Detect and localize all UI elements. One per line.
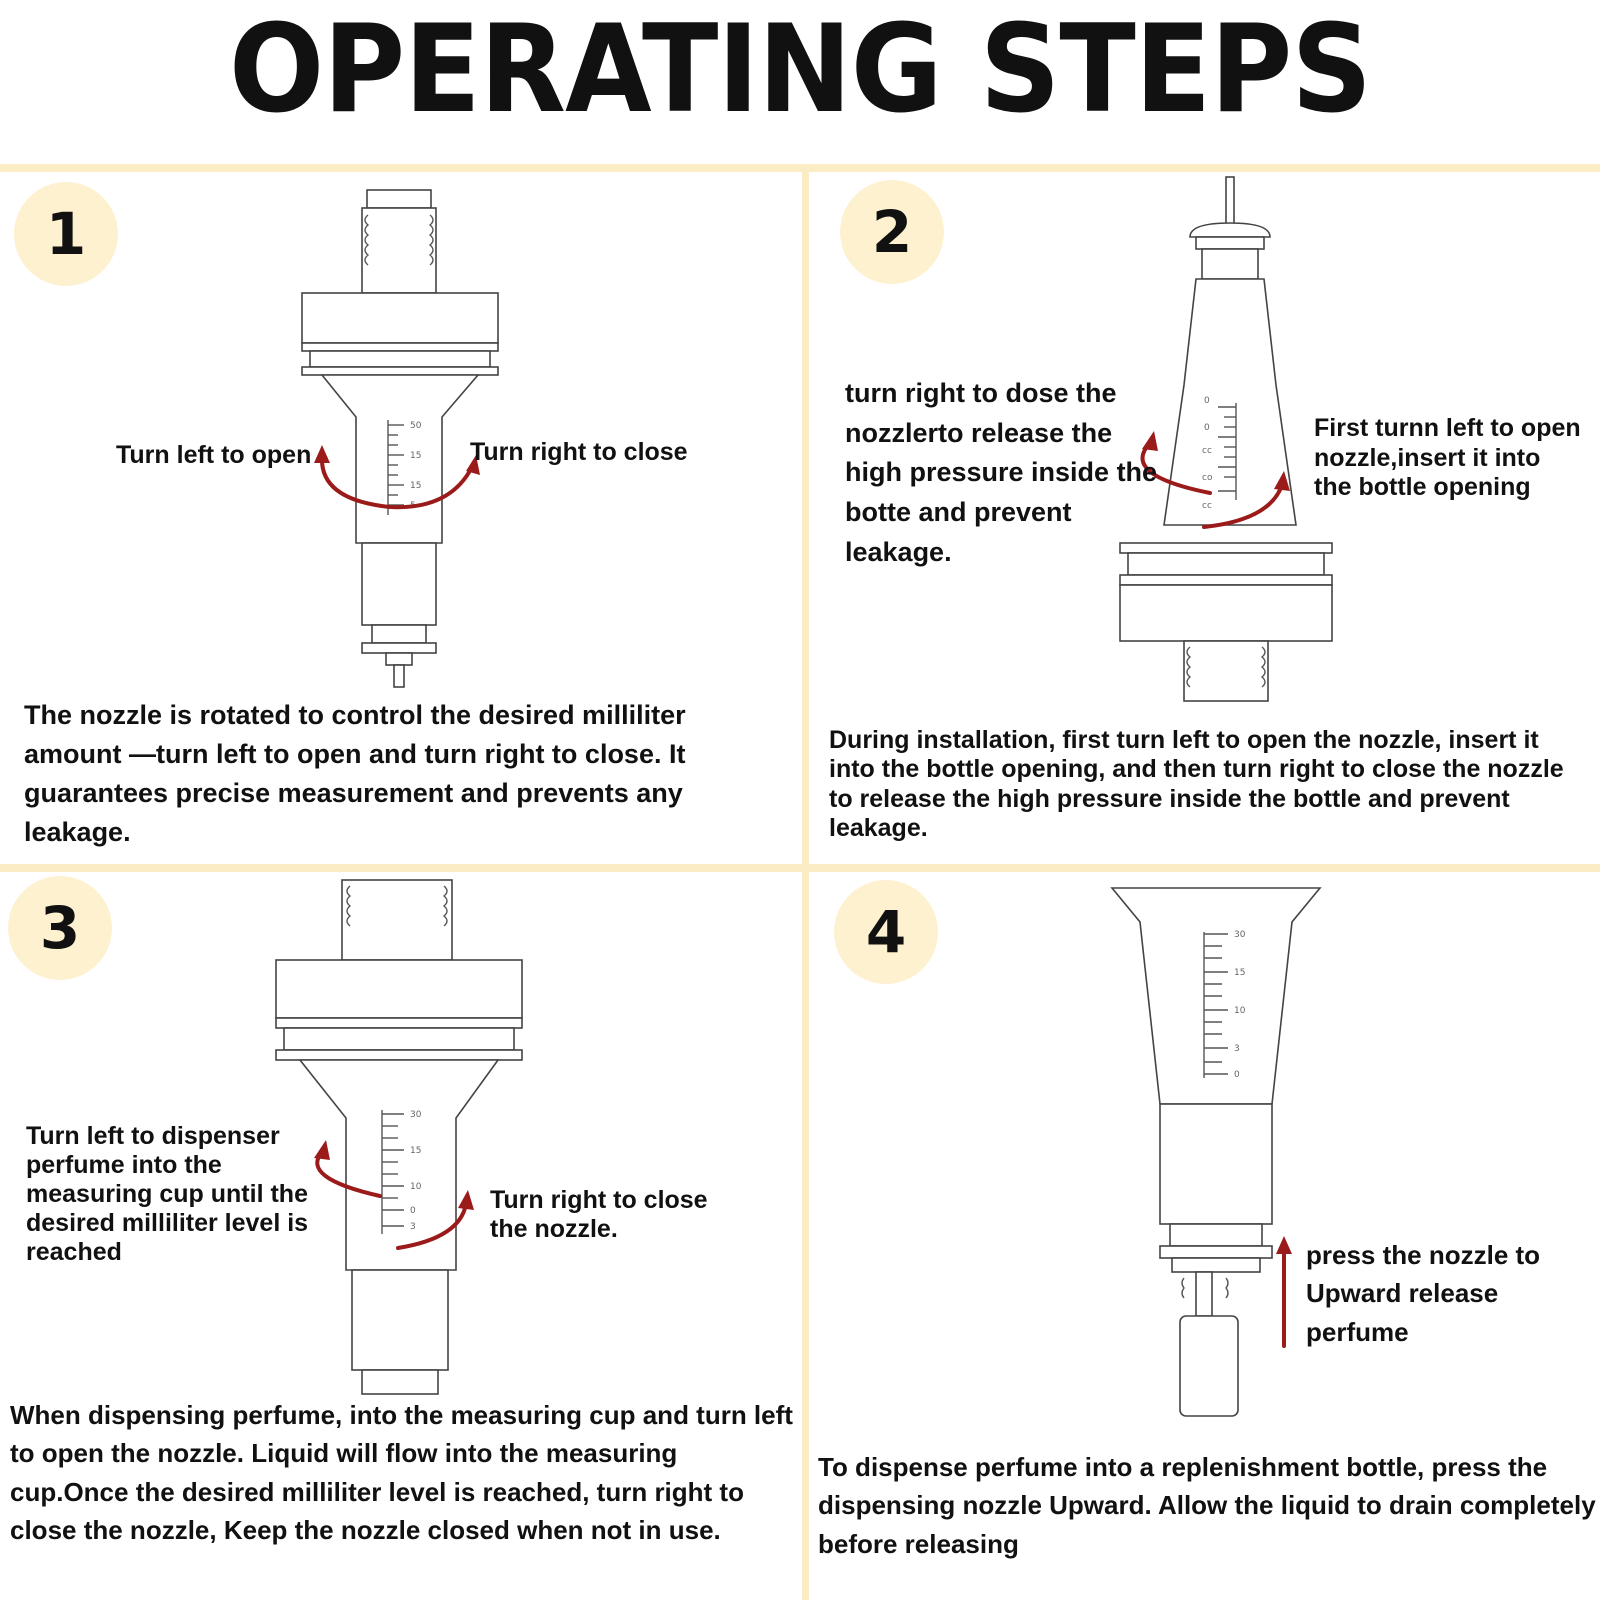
svg-text:15: 15 (410, 451, 421, 461)
step-4-badge: 4 (834, 880, 938, 984)
svg-text:15: 15 (410, 481, 421, 491)
svg-text:15: 15 (1234, 968, 1245, 978)
svg-text:0: 0 (1204, 396, 1210, 406)
step-3-measuring-scale: 30 15 10 0 3 (381, 1110, 422, 1234)
step-3-label-right: Turn right to close the nozzle. (490, 1186, 708, 1243)
svg-text:30: 30 (1234, 930, 1246, 940)
step-4-label: press the nozzle to Upward release perfu… (1306, 1240, 1541, 1347)
svg-text:3: 3 (1234, 1044, 1240, 1054)
svg-text:30: 30 (410, 1110, 422, 1120)
svg-text:50: 50 (410, 421, 422, 431)
step-1-label-left: Turn left to open (116, 441, 312, 469)
svg-text:10: 10 (410, 1182, 422, 1192)
step-1-description: The nozzle is rotated to control the des… (24, 700, 686, 848)
step-3-badge: 3 (8, 876, 112, 980)
step-4-description: To dispense perfume into a replenishment… (818, 1452, 1596, 1559)
step-3-nozzle-illustration: 30 15 10 0 3 (275, 879, 523, 1395)
top-divider (0, 164, 1600, 172)
step-4-nozzle-illustration: 30 15 10 3 0 (1110, 887, 1322, 1417)
svg-text:15: 15 (410, 1146, 421, 1156)
step-2-description: During installation, first turn left to … (829, 726, 1564, 842)
step-4-measuring-scale: 30 15 10 3 0 (1203, 930, 1246, 1080)
step-2-rotate-left-arrow (1202, 483, 1284, 529)
svg-text:0: 0 (1234, 1070, 1240, 1080)
step-2-measuring-scale: 0 0 cc co cc (1202, 396, 1237, 511)
svg-text:co: co (1202, 473, 1213, 483)
step-3-description: When dispensing perfume, into the measur… (10, 1400, 793, 1546)
middle-divider (0, 864, 1600, 872)
step-2-label-left: turn right to dose the nozzlerto release… (845, 378, 1158, 567)
step-2-rotate-right-arrow (1140, 441, 1212, 495)
step-2-nozzle-illustration: 0 0 cc co cc (1119, 176, 1333, 702)
page-title: OPERATING STEPS (228, 0, 1372, 141)
svg-text:0: 0 (1204, 423, 1210, 433)
svg-text:3: 3 (410, 1222, 416, 1232)
svg-text:0: 0 (410, 1206, 416, 1216)
step-2-badge: 2 (840, 180, 944, 284)
svg-text:cc: cc (1202, 501, 1212, 511)
step-3-label-left: Turn left to dispenser perfume into the … (26, 1122, 309, 1266)
step-1-rotate-left-arrow (319, 455, 474, 510)
step-3-rotate-right-arrow (396, 1202, 468, 1250)
svg-text:10: 10 (1234, 1006, 1246, 1016)
svg-text:cc: cc (1202, 446, 1212, 456)
step-1-nozzle-illustration: 50 15 15 5 (301, 189, 499, 688)
step-1-badge: 1 (14, 182, 118, 286)
step-1-label-right: Turn right to close (470, 438, 688, 466)
step-2-label-right: First turnn left to open nozzle,insert i… (1314, 414, 1581, 501)
vertical-divider (802, 168, 809, 1600)
